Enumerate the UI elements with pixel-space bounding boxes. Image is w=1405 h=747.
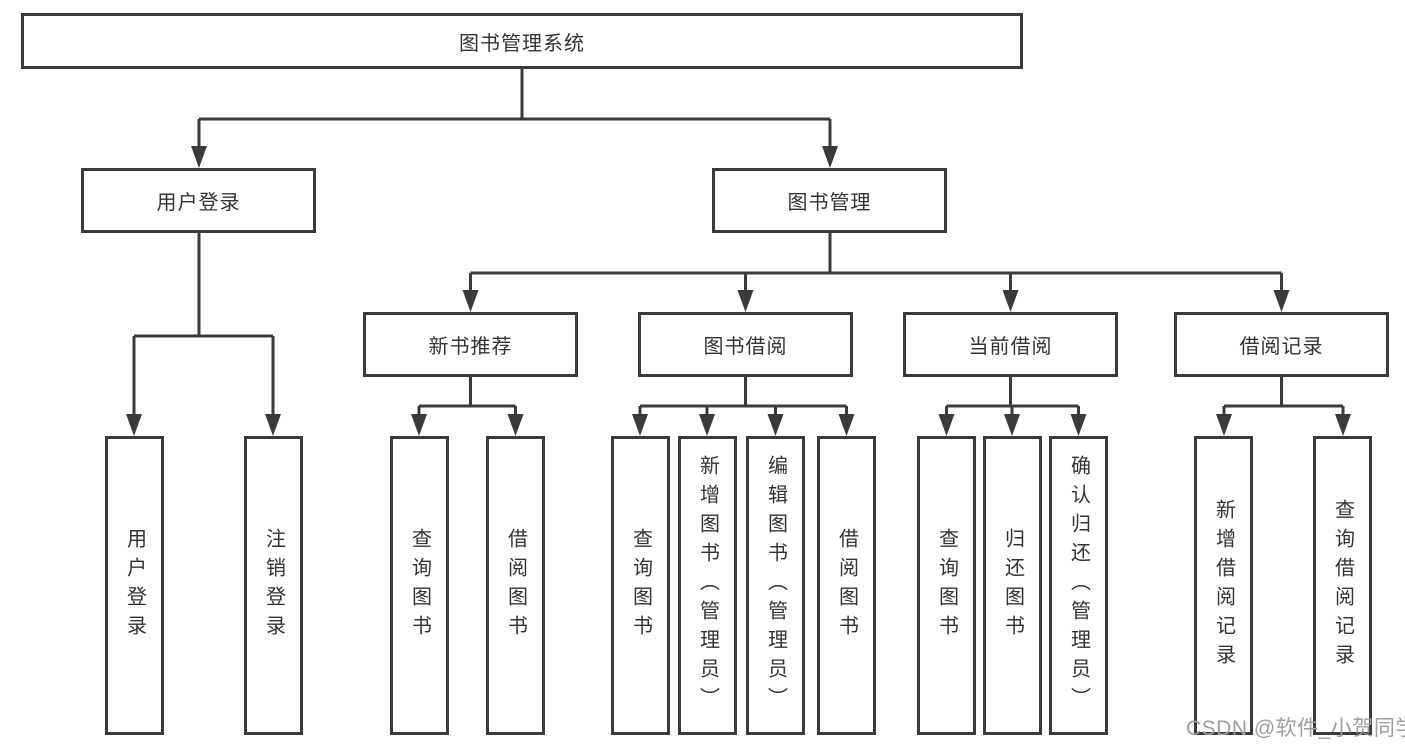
node-user-login: 用户登录 bbox=[81, 168, 316, 233]
node-new-book-recommendation: 新书推荐 bbox=[363, 312, 578, 377]
leaf-edit-book-admin: 编辑图书（管理员） bbox=[746, 436, 805, 735]
leaf-add-book-admin: 新增图书（管理员） bbox=[678, 436, 737, 735]
tree-edges bbox=[132, 69, 1345, 416]
leaf-add-borrow-record: 新增借阅记录 bbox=[1194, 436, 1253, 735]
node-borrowing-records: 借阅记录 bbox=[1174, 312, 1389, 377]
node-root-library-system: 图书管理系统 bbox=[21, 13, 1023, 69]
node-book-borrowing: 图书借阅 bbox=[638, 312, 853, 377]
leaf-borrow-books-borrowing: 借阅图书 bbox=[817, 436, 876, 735]
leaf-confirm-return-admin: 确认归还（管理员） bbox=[1049, 436, 1108, 735]
leaf-return-book: 归还图书 bbox=[983, 436, 1042, 735]
leaf-query-books-current: 查询图书 bbox=[917, 436, 976, 735]
leaf-query-borrow-record: 查询借阅记录 bbox=[1313, 436, 1372, 735]
node-book-management: 图书管理 bbox=[712, 168, 947, 233]
leaf-query-books-recommend: 查询图书 bbox=[390, 436, 449, 735]
leaf-query-books-borrowing: 查询图书 bbox=[611, 436, 670, 735]
arrowhead-icons bbox=[126, 146, 1351, 436]
leaf-logout: 注销登录 bbox=[244, 436, 303, 735]
csdn-watermark: CSDN @软件_小贺同学 bbox=[1186, 717, 1405, 740]
leaf-user-login: 用户登录 bbox=[105, 436, 164, 735]
leaf-borrow-books-recommend: 借阅图书 bbox=[486, 436, 545, 735]
node-current-borrowing: 当前借阅 bbox=[903, 312, 1118, 377]
